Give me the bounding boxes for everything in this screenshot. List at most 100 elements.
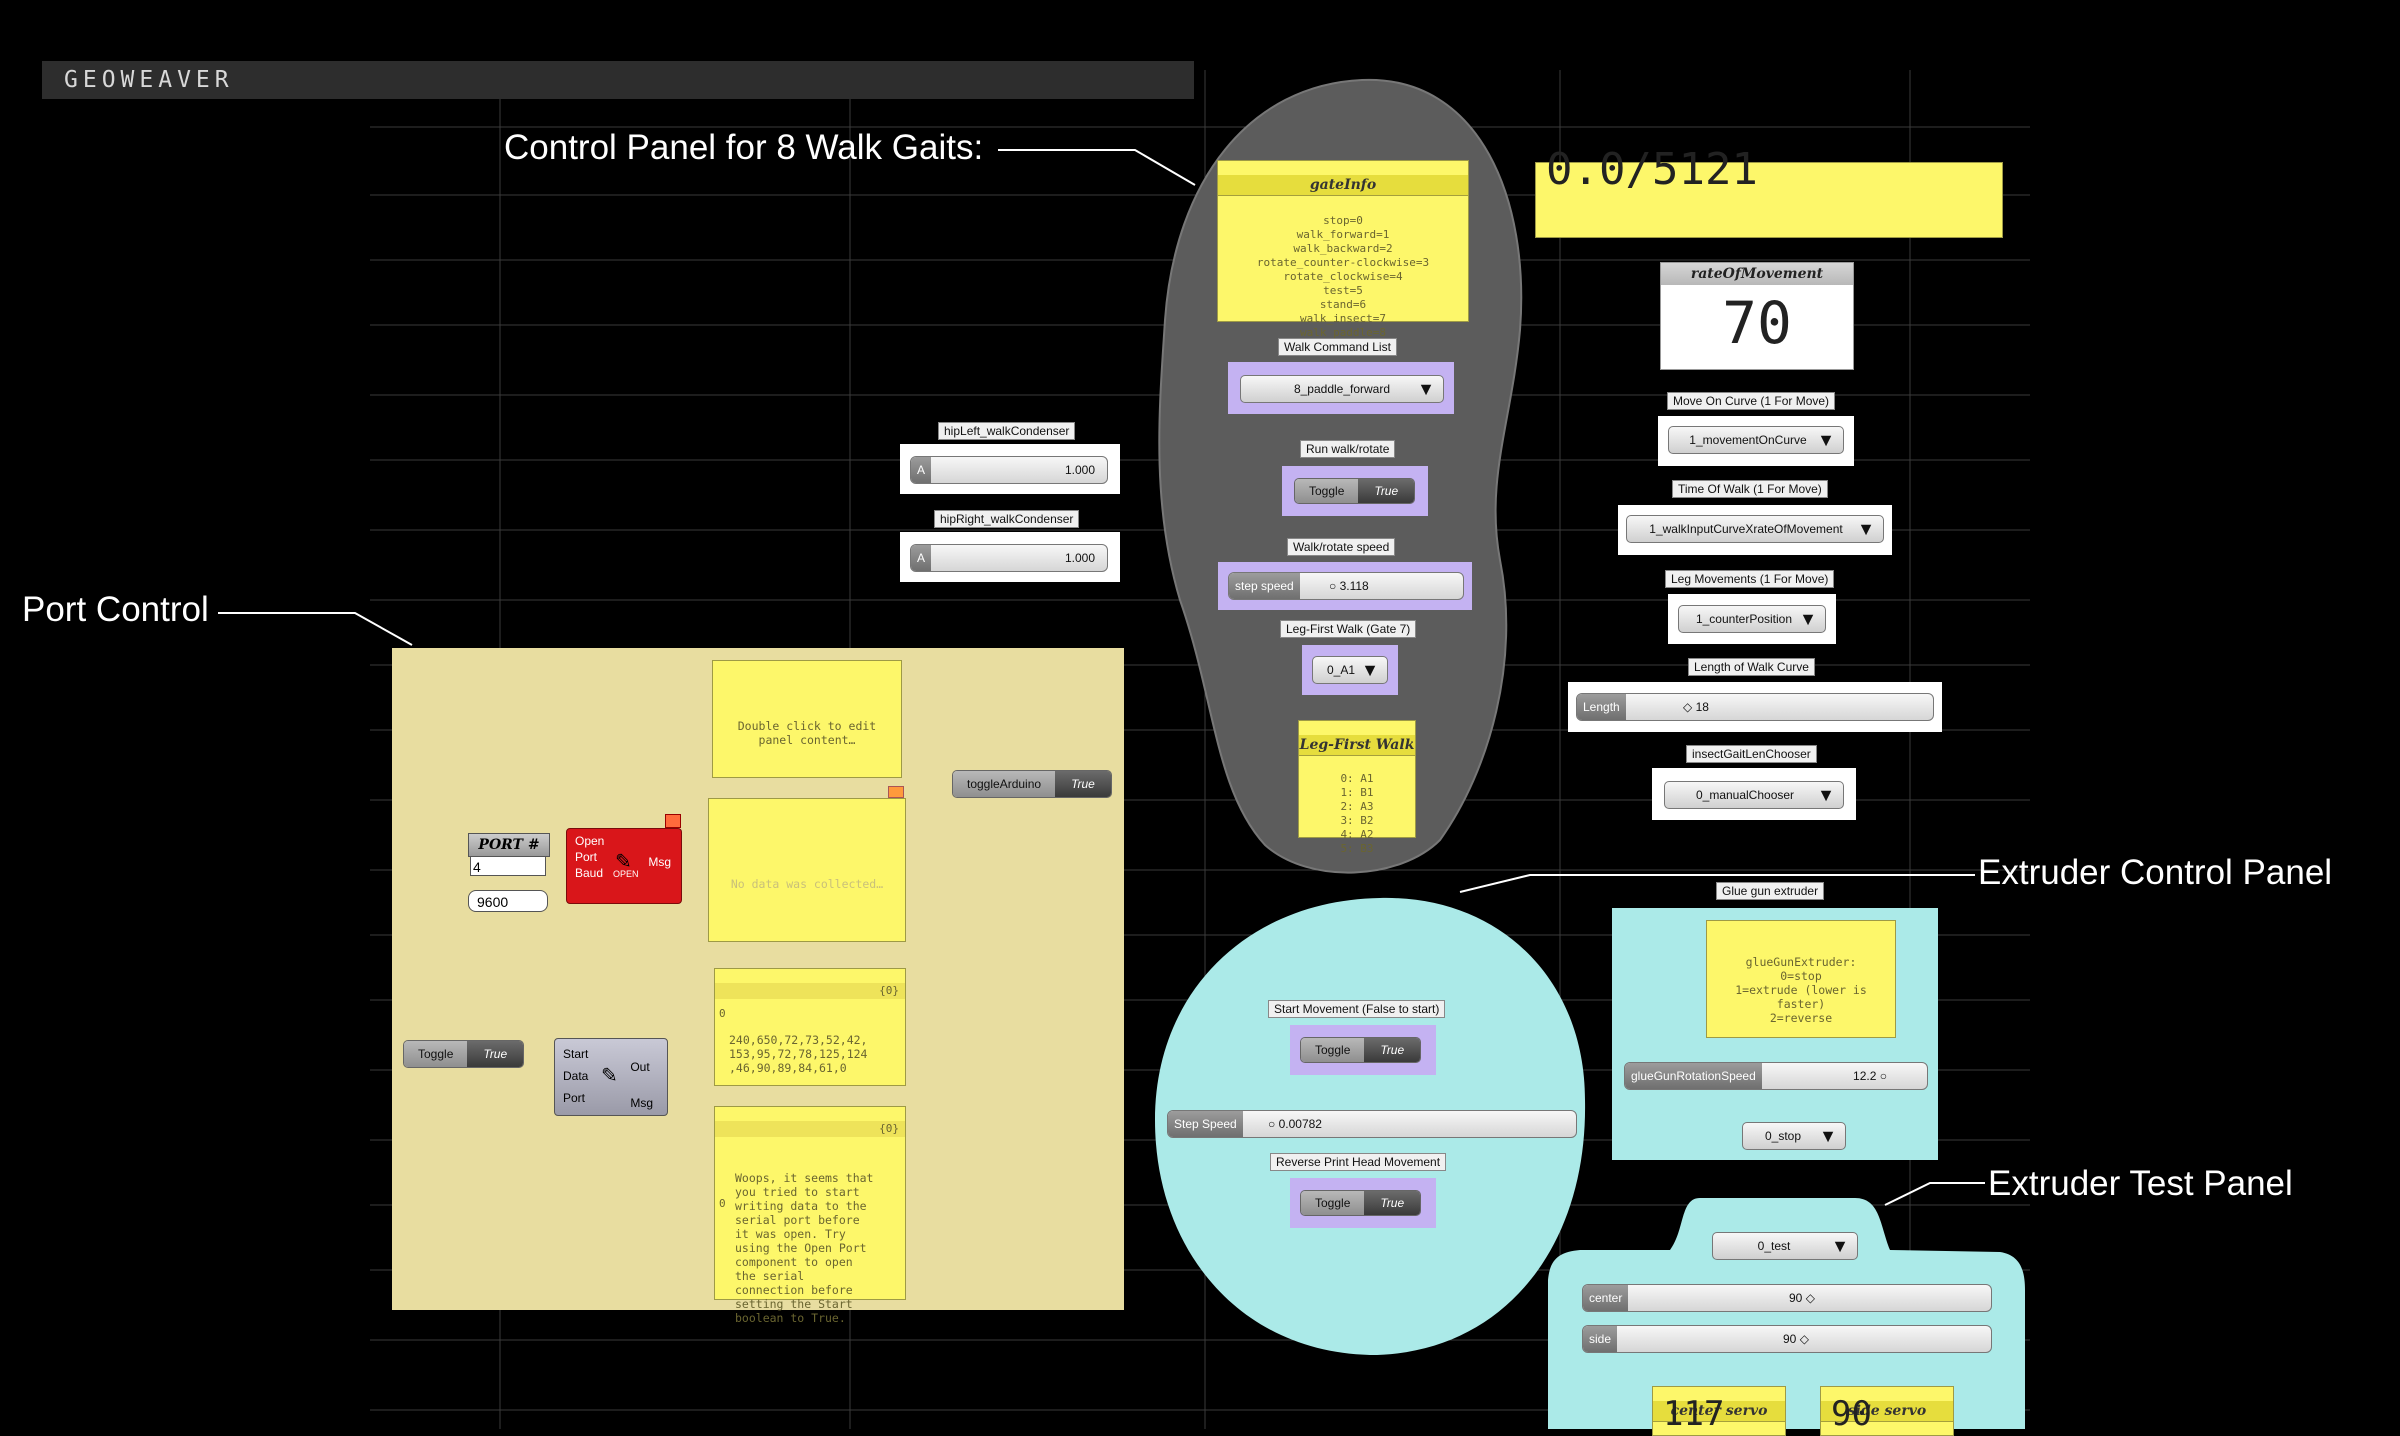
walk-command-label: Walk Command List [1278,338,1397,356]
glue-speed-number: 12.2 [1853,1069,1877,1083]
hip-left-label: hipLeft_walkCondenser [938,422,1076,440]
port-number-input[interactable]: 4 [470,856,546,876]
leg-first-gate-dropdown[interactable]: 0_A1 ▼ [1312,656,1388,684]
chevron-down-icon: ▼ [1817,430,1835,450]
walk-command-dropdown[interactable]: 8_paddle_forward ▼ [1240,375,1444,403]
toggle-arduino[interactable]: toggleArduino True [952,770,1112,798]
center-slider-name: center [1583,1285,1629,1311]
side-servo-title: side servo [1821,1401,1953,1422]
chevron-down-icon: ▼ [1857,519,1875,539]
toggle-start-value: True [467,1041,524,1067]
move-on-curve-dropdown[interactable]: 1_movementOnCurve ▼ [1668,426,1844,454]
hip-left-name: A [911,457,932,483]
input-data: Data [563,1069,589,1083]
double-click-panel[interactable]: Double click to edit panel content… [712,660,902,778]
open-port-component[interactable]: Open Port Baud ✎ OPEN Msg [566,828,682,904]
step-speed-slider[interactable]: Step Speed ○ 0.00782 [1167,1110,1577,1138]
open-port-inputs: Open Port Baud [575,833,604,881]
insect-gait-label: insectGaitLenChooser [1686,745,1817,763]
glue-gun-label: Glue gun extruder [1716,882,1825,900]
glue-gun-panel[interactable]: glueGunExtruder: 0=stop 1=extrude (lower… [1706,920,1896,1038]
toggle-start-name: Toggle [404,1041,468,1067]
write-serial-icon: ✎ [601,1065,618,1087]
glue-drop-value: 0_stop [1764,1129,1802,1143]
length-of-walk-label: Length of Walk Curve [1688,658,1815,676]
reverse-toggle[interactable]: Toggle True [1300,1190,1422,1216]
reverse-toggle-name: Toggle [1301,1191,1365,1215]
hip-right-name: A [911,545,932,571]
walk-speed-slider[interactable]: step speed ○ 3.118 [1228,572,1464,600]
gate-info-panel[interactable]: gateInfo stop=0 walk_forward=1 walk_back… [1217,160,1469,339]
step-speed-number: 0.00782 [1278,1117,1322,1131]
no-data-panel[interactable]: No data was collected… [708,798,906,942]
write-serial-outputs: Out Msg [630,1049,653,1121]
chevron-down-icon: ▼ [1817,785,1835,805]
length-of-walk-slider[interactable]: Length ◇ 18 [1576,693,1934,721]
leg-first-walk-body: 0: A1 1: B1 2: A3 3: B2 4: A2 5: B3 [1340,772,1374,855]
warning-flag-icon [888,786,904,798]
toggle-arduino-name: toggleArduino [953,771,1056,797]
reverse-toggle-value: True [1364,1191,1421,1215]
glue-speed-slider[interactable]: glueGunRotationSpeed 12.2 ○ [1624,1062,1928,1090]
toggle-arduino-value: True [1055,771,1111,797]
glue-gun-panel-text: glueGunExtruder: 0=stop 1=extrude (lower… [1735,955,1867,1025]
test-group-blob [1548,1198,2025,1429]
hip-right-value: 1.000 [1064,551,1095,565]
side-servo-value: 90 [1831,1394,1872,1434]
test-dropdown[interactable]: 0_test ▼ [1712,1232,1858,1260]
side-servo-panel[interactable]: side servo 90 [1820,1386,1954,1436]
step-speed-value: ○ 0.00782 [1268,1117,1322,1131]
input-port: Port [563,1091,586,1105]
data-panel[interactable]: {0} 0 240,650,72,73,52,42, 153,95,72,78,… [714,968,906,1086]
length-of-walk-name: Length [1577,694,1626,720]
time-of-walk-dropdown[interactable]: 1_walkInputCurveXrateOfMovement ▼ [1626,515,1884,543]
run-walk-toggle-value: True [1358,479,1415,503]
toggle-start[interactable]: Toggle True [403,1040,525,1068]
message-panel[interactable]: {0} 0 Woops, it seems that you tried to … [714,1106,906,1325]
start-movement-toggle-value: True [1364,1038,1421,1062]
side-slider-number: 90 [1783,1332,1797,1346]
baud-input[interactable]: 9600 [468,890,548,912]
write-serial-component[interactable]: Start Data Port ✎ Out Msg [554,1038,668,1116]
side-slider[interactable]: side 90 ◇ [1582,1325,1992,1353]
glue-drop-dropdown[interactable]: 0_stop ▼ [1742,1122,1846,1150]
length-of-walk-value: ◇ 18 [1683,700,1709,714]
walk-command-value: 8_paddle_forward [1293,382,1391,396]
input-port: Port [575,850,598,864]
insect-gait-dropdown[interactable]: 0_manualChooser ▼ [1664,781,1844,809]
glue-speed-name: glueGunRotationSpeed [1625,1063,1762,1089]
leg-movements-label: Leg Movements (1 For Move) [1665,570,1835,588]
start-movement-toggle[interactable]: Toggle True [1300,1037,1422,1063]
counter-display-panel[interactable]: 0.0/5121 [1535,144,2003,238]
leg-movements-dropdown[interactable]: 1_counterPosition ▼ [1678,605,1826,633]
hip-left-slider[interactable]: A 1.000 [910,456,1108,484]
time-of-walk-label: Time Of Walk (1 For Move) [1672,480,1828,498]
input-open: Open [575,834,605,848]
center-slider[interactable]: center 90 ◇ [1582,1284,1992,1312]
glue-speed-value: 12.2 ○ [1853,1069,1887,1083]
move-on-curve-value: 1_movementOnCurve [1689,433,1807,447]
center-slider-number: 90 [1789,1291,1803,1305]
hip-right-slider[interactable]: A 1.000 [910,544,1108,572]
open-label: OPEN [613,869,639,879]
length-of-walk-number: 18 [1695,700,1709,714]
walk-speed-value: ○ 3.118 [1329,579,1369,593]
leg-first-walk-panel[interactable]: Leg-First Walk 0: A1 1: B1 2: A3 3: B2 4… [1298,720,1416,855]
start-movement-toggle-name: Toggle [1301,1038,1365,1062]
run-walk-toggle-name: Toggle [1295,479,1359,503]
app-title-bar: GEOWEAVER [42,61,1194,99]
run-walk-toggle[interactable]: Toggle True [1294,478,1416,504]
rate-of-movement-box[interactable]: rateOfMovement 70 [1660,262,1854,370]
center-servo-title: center servo [1653,1401,1785,1422]
leg-movements-value: 1_counterPosition [1695,612,1793,626]
data-panel-body: 240,650,72,73,52,42, 153,95,72,78,125,12… [729,1033,868,1075]
data-panel-count: {0} [715,983,905,999]
walk-speed-label: Walk/rotate speed [1287,538,1396,556]
counter-display-value: 0.0/5121 [1546,144,1758,195]
side-slider-value: 90 ◇ [1783,1332,1809,1346]
message-panel-body: Woops, it seems that you tried to start … [735,1171,874,1325]
center-servo-panel[interactable]: center servo 117 [1652,1386,1786,1436]
port-number-title: PORT # [468,833,550,857]
time-of-walk-value: 1_walkInputCurveXrateOfMovement [1649,522,1843,536]
